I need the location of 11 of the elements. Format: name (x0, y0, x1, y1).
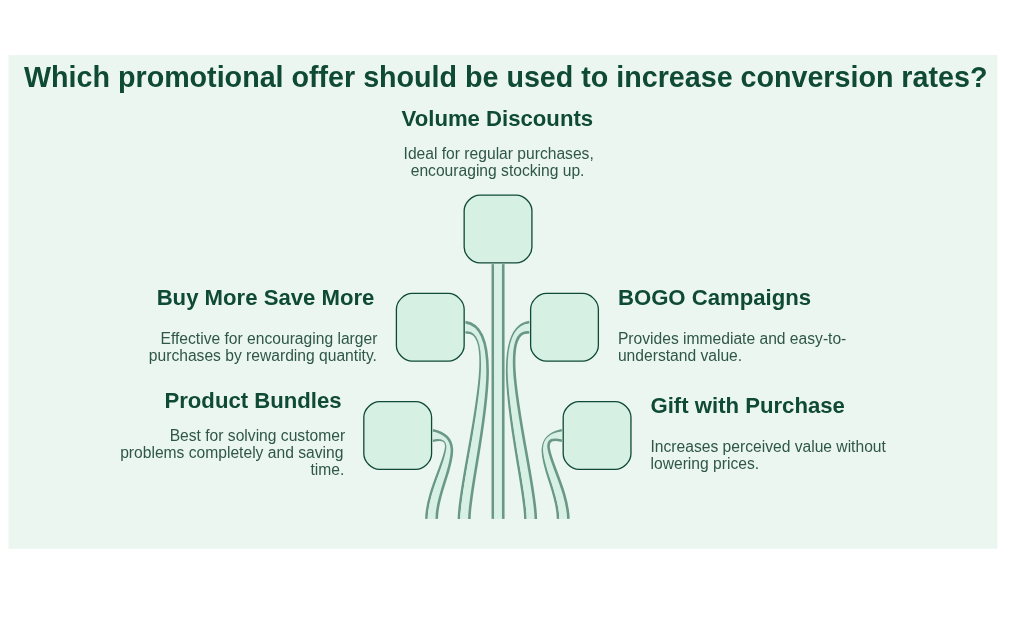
node-label: Best for solving customer problems completely and saving time. (120, 427, 346, 479)
node-label: Ideal for regular purchases, encouraging stocking up. (403, 145, 594, 180)
node-label: BOGO Campaigns (617, 285, 812, 311)
node-label: Gift with Purchase (650, 393, 845, 419)
node-label: Product Bundles (164, 387, 342, 413)
node-label: Provides immediate and easy-to-understand value. (617, 329, 847, 364)
diagram-title: Which promotional offer should be used to increase conversion rates? (24, 61, 988, 94)
node-label: Effective for encouraging larger purchases by rewarding quantity. (148, 329, 378, 364)
node-label: Increases perceived value without lowering prices. (650, 437, 886, 472)
node-label: Buy More Save More (156, 285, 375, 311)
node-label: Volume Discounts (401, 105, 594, 131)
